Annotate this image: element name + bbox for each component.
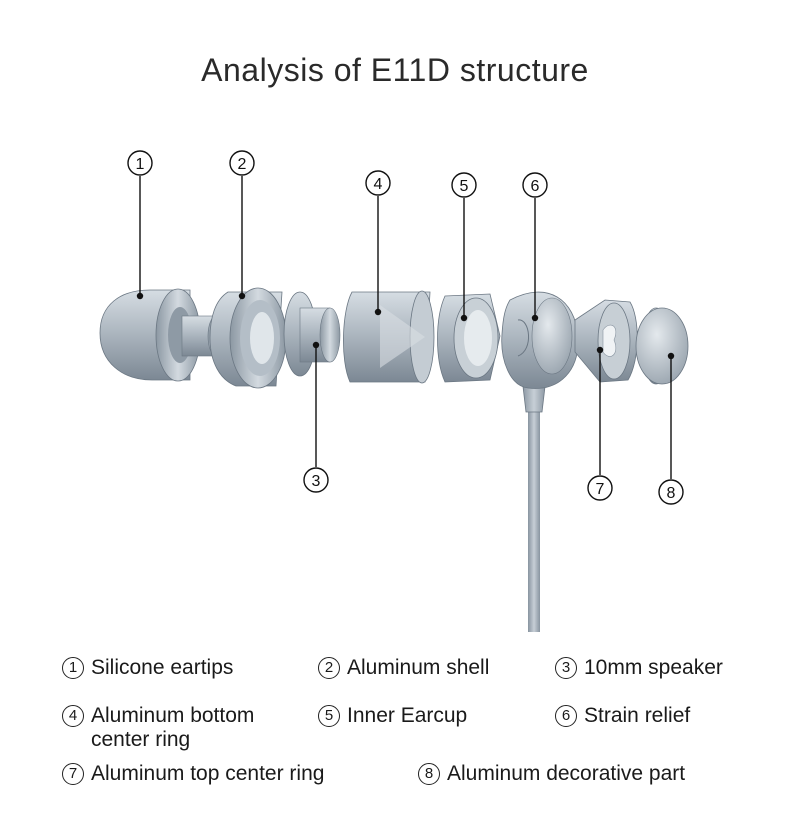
callout-number-1: 1 bbox=[136, 156, 145, 173]
leader-dot-4 bbox=[374, 308, 382, 316]
callout-circle-5 bbox=[451, 172, 477, 198]
callout-number-5: 5 bbox=[460, 178, 469, 195]
part-1-silicone-eartip bbox=[99, 288, 225, 382]
part-2-aluminum-shell bbox=[209, 287, 287, 389]
callout-circle-3 bbox=[303, 467, 329, 493]
part-6-strain-relief bbox=[501, 291, 579, 389]
leader-dot-7 bbox=[596, 346, 604, 354]
part-5-inner-earcup bbox=[437, 293, 501, 383]
callout-number-6: 6 bbox=[531, 178, 540, 195]
leader-dot-8 bbox=[667, 352, 675, 360]
callout-circle-8 bbox=[658, 479, 684, 505]
callout-circle-7 bbox=[587, 475, 613, 501]
callout-number-2: 2 bbox=[238, 156, 247, 173]
leader-dot-1 bbox=[136, 292, 144, 300]
callout-circle-2 bbox=[229, 150, 255, 176]
part-4-bottom-center-ring bbox=[343, 290, 435, 384]
leader-dot-6 bbox=[531, 314, 539, 322]
callout-circle-6 bbox=[522, 172, 548, 198]
diagram-title: Analysis of E11D structure bbox=[201, 52, 589, 88]
part-8-decorative-part bbox=[635, 307, 689, 385]
part-7-top-center-ring bbox=[574, 299, 638, 383]
callout-circle-1 bbox=[127, 150, 153, 176]
callout-circle-4 bbox=[365, 170, 391, 196]
leader-dot-3 bbox=[312, 341, 320, 349]
callout-number-7: 7 bbox=[596, 481, 605, 498]
cable bbox=[528, 396, 540, 632]
callout-number-8: 8 bbox=[667, 485, 676, 502]
callout-number-3: 3 bbox=[312, 473, 321, 490]
leader-dot-5 bbox=[460, 314, 468, 322]
leader-dot-2 bbox=[238, 292, 246, 300]
callout-number-4: 4 bbox=[374, 176, 383, 193]
part-3-speaker bbox=[283, 291, 341, 377]
